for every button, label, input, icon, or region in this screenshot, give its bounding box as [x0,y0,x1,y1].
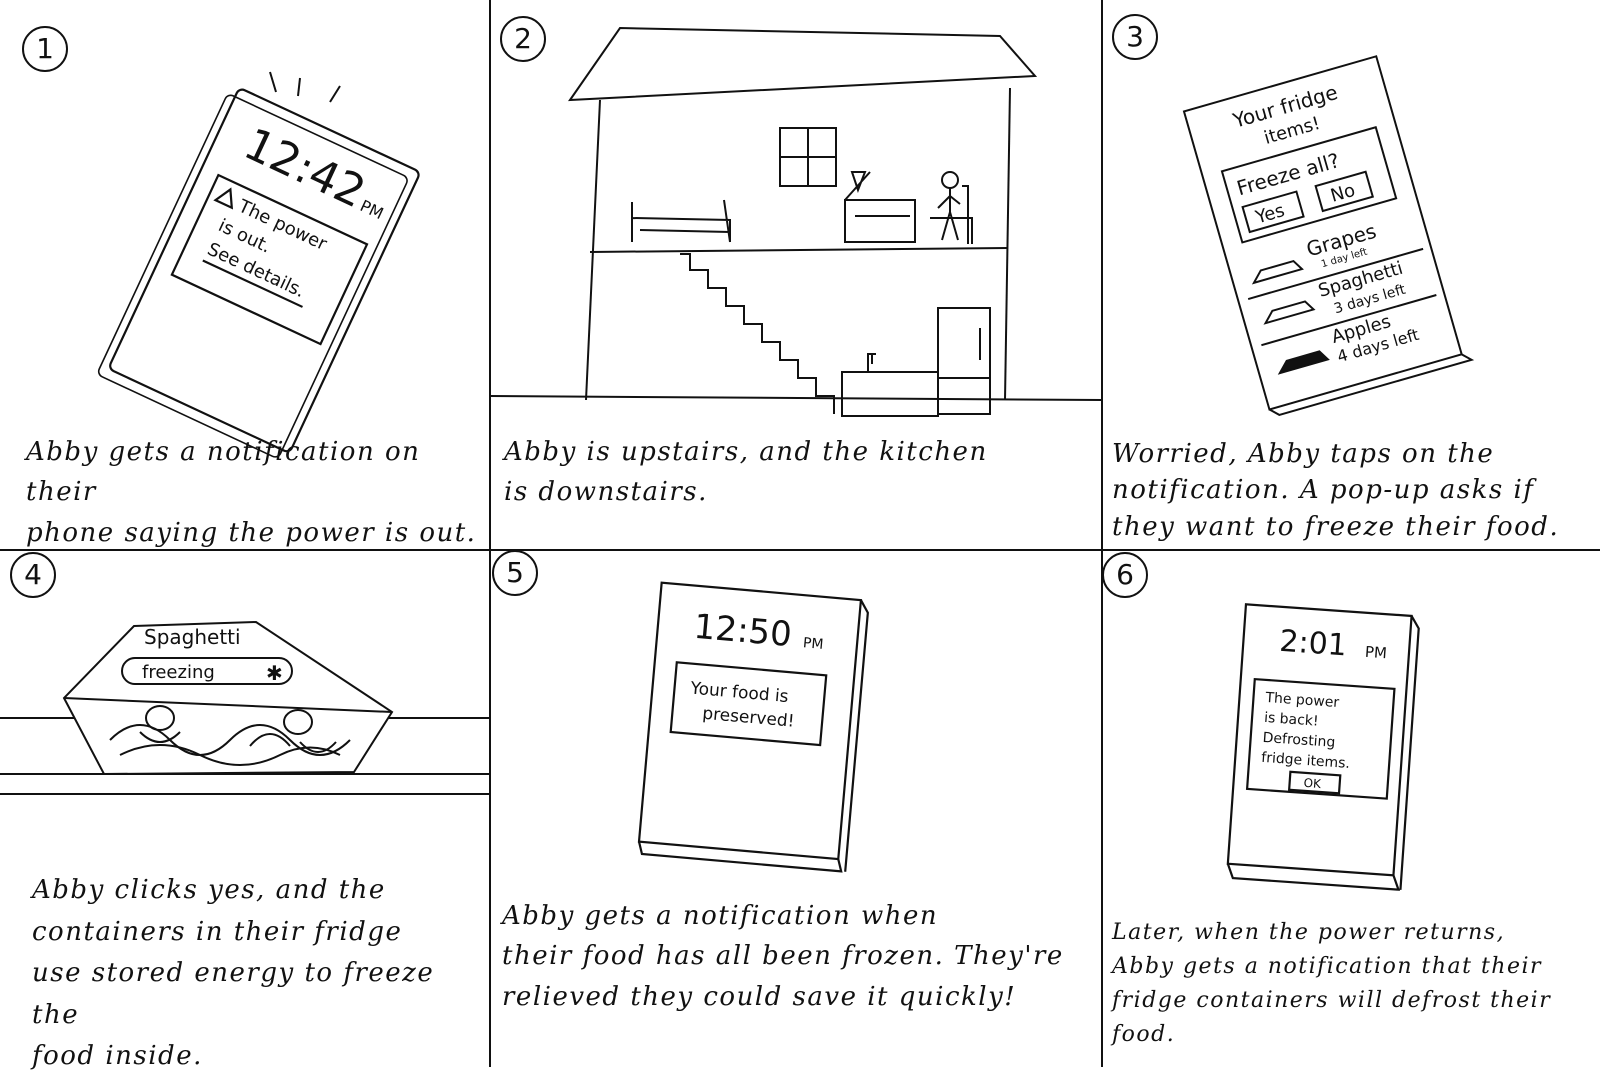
panel-number: 5 [492,550,538,596]
panel-number: 3 [1112,14,1158,60]
panel-2: 2 [489,0,1103,550]
house-illustration [489,26,1103,417]
snowflake-icon: ✱ [266,661,283,685]
divider-vertical-left [489,0,491,1067]
freezing-status: freezing [142,662,215,683]
panel-6: 6 2:01 PM The power is back! Defrosting … [1102,550,1600,1067]
app-popup-illustration: Your fridge items! Freeze all? Yes No Gr… [1182,55,1475,417]
phone-illustration: 12:42 PM The power is out. See details. [97,71,420,458]
phone-ampm: PM [802,635,824,653]
panel-5: 5 12:50 PM Your food is preserved! Abby … [490,550,1102,1067]
panel-number: 4 [10,552,56,598]
ok-button[interactable] [1287,770,1342,795]
phone-time: 2:01 [1278,624,1348,664]
notification-line-2: is back! [1264,710,1320,730]
divider-horizontal [0,549,1600,551]
panel-1: 1 12:42 PM The power is out. See details… [0,0,490,550]
phone-illustration: 2:01 PM The power is back! Defrosting fr… [1226,603,1420,891]
notification-line-4: fridge items. [1261,750,1351,772]
ok-label: OK [1303,776,1322,791]
caption: Abby clicks yes, and the containers in t… [32,875,435,1072]
no-button[interactable] [1314,170,1375,213]
caption: Abby gets a notification on their phone … [26,437,477,548]
vibration-lines [269,71,341,103]
panel-number: 2 [500,16,546,62]
container-label: Spaghetti [144,625,241,649]
phone-time: 12:50 [692,607,793,655]
caption: Worried, Abby taps on the notification. … [1112,439,1560,542]
panel-number: 1 [22,26,68,72]
panel-4: 4 Spaghetti freezing ✱ Abby clicks yes, … [0,550,490,1071]
panel-3: 3 Your fridge items! Freeze all? Yes No … [1102,0,1600,550]
notification-line-3: Defrosting [1262,730,1336,751]
notification-line-1: The power [1264,690,1340,711]
container-illustration: Spaghetti freezing ✱ [0,620,490,795]
caption: Abby is upstairs, and the kitchen is dow… [504,437,988,508]
phone-illustration: 12:50 PM Your food is preserved! [637,581,869,873]
yes-button[interactable] [1241,190,1305,234]
divider-vertical-right [1101,0,1103,1067]
panel-number: 6 [1102,552,1148,598]
phone-ampm: PM [1364,643,1387,662]
caption: Abby gets a notification when their food… [502,901,1064,1012]
caption: Later, when the power returns, Abby gets… [1112,920,1552,1048]
